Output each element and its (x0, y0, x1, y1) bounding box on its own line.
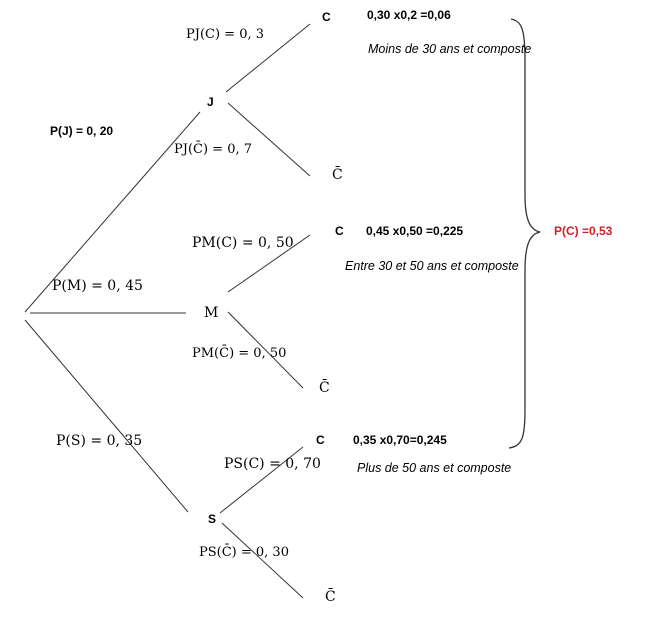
product-m: 0,45 x0,50 =0,225 (366, 224, 464, 238)
label-p-j: P(J) = 0, 20 (50, 125, 113, 137)
product-s: 0,35 x0,70=0,245 (353, 433, 447, 447)
leaf-j-c: C (322, 10, 331, 24)
description-m: Entre 30 et 50 ans et composte (345, 259, 519, 273)
leaf-s-notc: C̄ (325, 589, 336, 605)
label-p-s: P(S) = 0, 35 (56, 434, 142, 448)
label-pm-c: PM(C) = 0, 50 (192, 235, 294, 251)
label-p-m-text: P(M) = 0, 45 (52, 278, 143, 294)
branch-root-s (24, 319, 189, 513)
product-j: 0,30 x0,2 =0,06 (367, 8, 451, 22)
right-brace (508, 18, 541, 449)
leaf-m-notc: C̄ (319, 380, 330, 396)
tree-branches (24, 23, 311, 599)
label-p-j-text: P(J) = 0, 20 (50, 124, 114, 138)
branch-j-c (225, 23, 311, 93)
node-j: J (207, 95, 214, 109)
label-pj-notc: PJ(C̄) = 0, 7 (174, 142, 253, 157)
description-s: Plus de 50 ans et composte (357, 461, 512, 475)
branch-root-j (24, 111, 201, 313)
description-j: Moins de 30 ans et composte (368, 42, 532, 56)
branch-s-notc (221, 522, 304, 599)
label-p-s-text: P(S) = 0, 35 (56, 433, 143, 449)
branch-m-notc (227, 311, 304, 389)
label-ps-c: PS(C) = 0, 70 (224, 456, 321, 472)
node-s: S (208, 512, 217, 526)
branch-s-c (219, 446, 304, 514)
total-probability: P(C) =0,53 (554, 224, 613, 238)
label-pm-notc: PM(C̄) = 0, 50 (192, 346, 287, 361)
label-pj-c: PJ(C) = 0, 3 (186, 27, 265, 42)
node-m: M (204, 305, 219, 321)
leaf-s-c: C (316, 433, 325, 447)
leaf-j-notc: C̄ (332, 167, 343, 183)
branch-j-notc (227, 102, 311, 177)
label-ps-notc: PS(C̄) = 0, 30 (199, 545, 289, 560)
branch-m-c (227, 234, 311, 293)
label-p-m: P(M) = 0, 45 (52, 279, 143, 293)
leaf-m-c: C (335, 224, 344, 238)
